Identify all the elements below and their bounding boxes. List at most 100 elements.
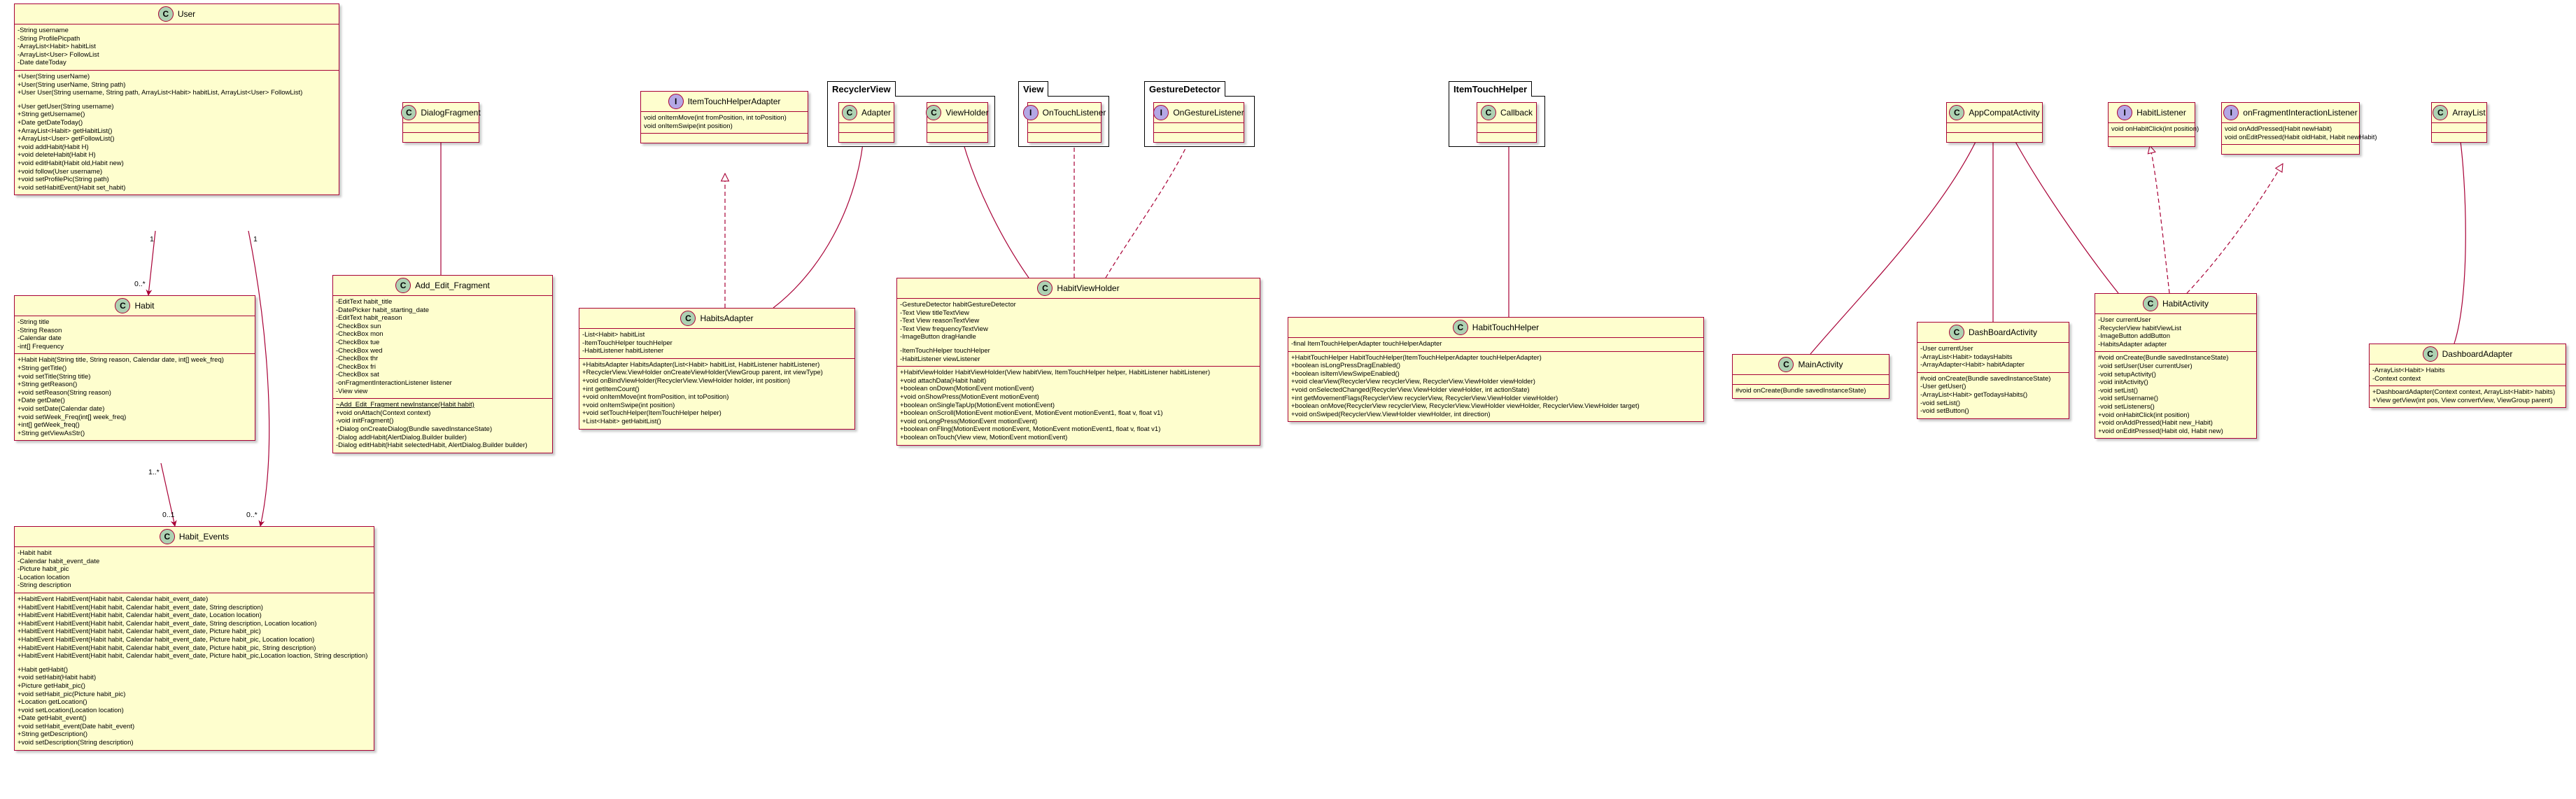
member-line: -DatePicker habit_starting_date bbox=[336, 306, 430, 314]
member-line: +RecyclerView.ViewHolder onCreateViewHol… bbox=[582, 369, 823, 377]
class-fields: -String username-String ProfilePicpath-A… bbox=[15, 24, 339, 71]
interface-stereotype-icon: I bbox=[1022, 105, 1039, 120]
class-methods bbox=[839, 133, 894, 142]
member-line: -CheckBox tue bbox=[336, 338, 380, 346]
class-name: HabitTouchHelper bbox=[1472, 323, 1540, 332]
member-line: +boolean onTouch(View view, MotionEvent … bbox=[900, 433, 1068, 441]
member-line: -ArrayList<Habit> getTodaysHabits() bbox=[1920, 390, 2028, 399]
member-line: -User getUser() bbox=[1920, 383, 1966, 391]
member-line: +User User(String username, String path,… bbox=[17, 89, 303, 97]
member-line: +void setDescription(String description) bbox=[17, 739, 134, 747]
member-line: +void editHabit(Habit old,Habit new) bbox=[17, 159, 124, 167]
member-line: +String getUsername() bbox=[17, 111, 85, 119]
class-stereotype-icon: C bbox=[2433, 105, 2449, 120]
member-line: void onItemMove(int fromPosition, int to… bbox=[644, 114, 787, 122]
class-methods bbox=[403, 123, 479, 133]
member-line: +boolean onFling(MotionEvent motionEvent… bbox=[900, 425, 1161, 434]
member-line: void onEditPressed(Habit oldHabit, Habit… bbox=[2225, 133, 2377, 141]
class-methods: ~Add_Edit_Fragment newInstance(Habit hab… bbox=[333, 399, 552, 453]
class-fields: -Habit habit-Calendar habit_event_date-P… bbox=[15, 547, 374, 593]
class-stereotype-icon: C bbox=[926, 105, 942, 120]
class-stereotype-icon: C bbox=[1452, 320, 1468, 335]
member-line: -GestureDetector habitGestureDetector bbox=[900, 301, 1016, 309]
class-methods bbox=[927, 133, 987, 142]
member-line: +void onItemMove(int fromPosition, int t… bbox=[582, 393, 729, 402]
member-line: -Date dateToday bbox=[17, 59, 66, 67]
class-methods bbox=[2432, 123, 2486, 133]
member-line: -ItemTouchHelper touchHelper bbox=[582, 339, 673, 347]
edge-habitactivity-onfragment bbox=[2186, 164, 2283, 294]
class-methods bbox=[927, 123, 987, 133]
member-line: +int getItemCount() bbox=[582, 385, 640, 393]
member-line: -User currentUser bbox=[1920, 345, 1973, 353]
member-line: +void setReason(String reason) bbox=[17, 388, 111, 397]
class-name: Add_Edit_Fragment bbox=[415, 281, 490, 290]
member-line: +void setHabit(Habit habit) bbox=[17, 674, 97, 682]
edge-habitsadapter-adapter bbox=[773, 132, 864, 309]
member-line: +HabitEvent HabitEvent(Habit habit, Cale… bbox=[17, 644, 316, 652]
edge-habitactivity-habitlistener bbox=[2150, 146, 2170, 294]
member-line bbox=[900, 341, 1257, 347]
member-line: -void setList() bbox=[1920, 399, 1961, 407]
member-line: +void follow(User username) bbox=[17, 167, 103, 176]
member-line: +List<Habit> getHabitList() bbox=[582, 417, 661, 425]
class-stereotype-icon: C bbox=[157, 6, 174, 22]
edge-habitactivity-appcompat bbox=[2010, 132, 2119, 294]
member-line: +void onHabitClick(int position) bbox=[2098, 411, 2190, 419]
member-line: -onFragmentInteractionListener listener bbox=[336, 379, 452, 387]
member-line: -void setButton() bbox=[1920, 407, 1969, 416]
member-line: +void onShowPress(MotionEvent motionEven… bbox=[900, 393, 1039, 401]
class-name: DashBoardActivity bbox=[1968, 327, 2038, 337]
member-line: +String getViewAsStr() bbox=[17, 429, 85, 437]
member-line: -User currentUser bbox=[2098, 316, 2151, 324]
member-line: -void initActivity() bbox=[2098, 379, 2148, 387]
class-header: C DashBoardActivity bbox=[1917, 323, 2069, 343]
class-name: HabitActivity bbox=[2162, 299, 2209, 309]
class-stereotype-icon: C bbox=[1948, 325, 1964, 340]
member-line: +void setHabit_pic(Picture habit_pic) bbox=[17, 690, 126, 698]
class-extra bbox=[641, 134, 808, 143]
class-stereotype-icon: C bbox=[2422, 346, 2438, 362]
member-line: -void setUsername() bbox=[2098, 395, 2159, 403]
member-line: -EditText habit_reason bbox=[336, 314, 402, 323]
member-line: -CheckBox wed bbox=[336, 346, 383, 355]
class-name: AppCompatActivity bbox=[1969, 108, 2040, 118]
member-line: -Picture habit_pic bbox=[17, 565, 69, 574]
member-line: +HabitEvent HabitEvent(Habit habit, Cale… bbox=[17, 652, 368, 660]
member-line: +void onBindViewHolder(RecyclerView.View… bbox=[582, 376, 791, 385]
member-line: -String description bbox=[17, 581, 71, 590]
member-line: +HabitEvent HabitEvent(Habit habit, Cale… bbox=[17, 619, 317, 628]
class-fields: -ArrayList<Habit> Habits-Context context bbox=[2370, 365, 2566, 387]
member-line: -List<Habit> habitList bbox=[582, 331, 645, 339]
class-name: ViewHolder bbox=[945, 108, 989, 118]
class-extra bbox=[2109, 137, 2195, 146]
class-dashboardactivity[interactable]: C DashBoardActivity -User currentUser -Arra… bbox=[1917, 322, 2069, 419]
class-extra bbox=[2222, 145, 2359, 154]
member-line: +void onAddPressed(Habit new_Habit) bbox=[2098, 419, 2213, 427]
